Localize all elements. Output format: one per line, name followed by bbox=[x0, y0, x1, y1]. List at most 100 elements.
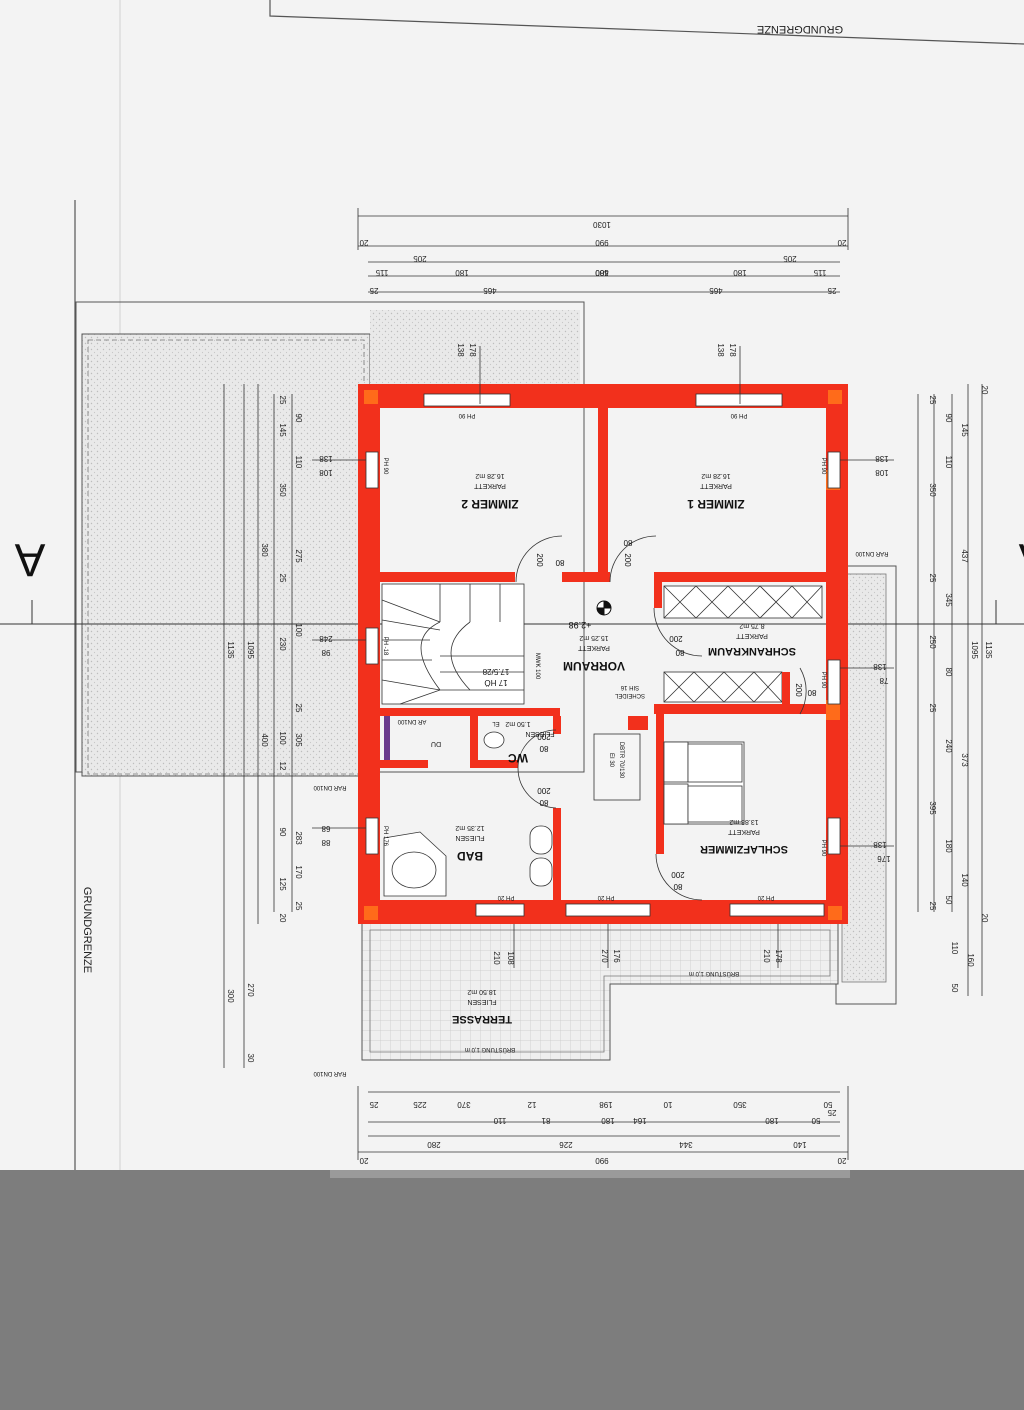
dim-right-small-3: 78 bbox=[879, 676, 888, 685]
dim-left-small-2: 248 bbox=[319, 634, 333, 643]
room-area-terrasse: 18.50 m2 bbox=[467, 988, 496, 995]
door-label-schrank-80: 80 bbox=[675, 648, 684, 657]
ph90-label-left: PH 90 bbox=[382, 458, 388, 475]
dim-top-r1-6: 115 bbox=[813, 268, 826, 277]
dim-bottom-total: 990 bbox=[595, 1156, 609, 1165]
plan-sheet: GRUNDGRENZE GRUNDGRENZE A bbox=[0, 0, 1024, 1170]
mwk-label: MWK 100 bbox=[534, 653, 540, 680]
door-label-z2-80: 80 bbox=[555, 558, 564, 567]
door-label-schlaf1-80: 80 bbox=[807, 688, 816, 697]
dim-right-chain-10: 80 bbox=[944, 668, 953, 677]
dim-bottom-terr-1: 108 bbox=[506, 951, 515, 965]
brustung-label-right: BRÜSTUNG 1,0 m bbox=[689, 970, 739, 977]
level-marker bbox=[596, 600, 612, 616]
dim-bottom-r2-9: 50 bbox=[811, 1116, 820, 1125]
dim-bottom-r2-1: 110 bbox=[493, 1116, 506, 1125]
dim-right-small-4: 138 bbox=[873, 840, 887, 849]
dim-left-chain-2: 145 bbox=[278, 423, 287, 437]
dim-left-small-1: 108 bbox=[319, 468, 333, 477]
door-label-bad-200: 200 bbox=[537, 786, 551, 795]
dim-left-chain-13: 283 bbox=[294, 831, 303, 845]
dim-right-chain-13: 373 bbox=[960, 753, 969, 767]
room-name-wc: WC bbox=[508, 751, 528, 765]
dim-bottom-r2-2: 81 bbox=[541, 1116, 550, 1125]
dim-bottom-terr-4: 210 bbox=[762, 949, 771, 963]
dim-right-chain-16: 140 bbox=[960, 873, 969, 887]
brustung-label-terrace: BRÜSTUNG 1,0 m bbox=[465, 1046, 515, 1053]
dim-left-chain-7: 100 bbox=[294, 623, 303, 637]
ar-dn100-label: AR DN100 bbox=[397, 718, 426, 724]
room-name-vorraum: VORRAUM bbox=[563, 659, 625, 673]
dim-left-chain-3: 110 bbox=[294, 456, 303, 469]
right-balcony bbox=[835, 565, 897, 1005]
dim-top-w1-right: 178 bbox=[728, 343, 737, 357]
ph90-label-right: PH 90 bbox=[820, 458, 826, 475]
dim-bottom-r2-3: 226 bbox=[559, 1140, 573, 1149]
dim-left-terr-270: 270 bbox=[246, 983, 255, 997]
rar-dn100-label-left: RAR DN100 bbox=[313, 784, 347, 790]
dim-left-small-5: 88 bbox=[321, 838, 330, 847]
door-label-schlaf1-200: 200 bbox=[794, 683, 803, 697]
interior-walls bbox=[380, 408, 826, 900]
dim-left-380: 380 bbox=[260, 543, 269, 557]
dim-bottom-terr-3: 176 bbox=[612, 949, 621, 963]
room-area-schrankraum: 8.75 m2 bbox=[739, 622, 764, 629]
door-label-schrank-200: 200 bbox=[669, 634, 683, 643]
ph90-label-schlaf: PH 90 bbox=[820, 840, 826, 857]
room-area-zimmer1: 16.28 m2 bbox=[701, 472, 730, 479]
dim-top-inner: 990 bbox=[595, 238, 609, 247]
dim-bottom-terr-5: 178 bbox=[774, 949, 783, 963]
dim-left-chain-12: 12 bbox=[278, 762, 287, 771]
boundary-label-top: GRUNDGRENZE bbox=[757, 23, 843, 35]
dim-top-r2-3: 465 bbox=[709, 286, 723, 295]
room-name-zimmer2: ZIMMER 2 bbox=[461, 497, 519, 511]
dim-top-r2-1: 465 bbox=[483, 286, 497, 295]
section-marker-right: A bbox=[1018, 534, 1024, 586]
dim-top-r1-4: 205 bbox=[783, 254, 797, 263]
room-floor-terrasse: FLIESEN bbox=[467, 998, 496, 1005]
dim-left-total: 1135 bbox=[226, 641, 235, 659]
dim-bottom-terr-2: 270 bbox=[600, 949, 609, 963]
dim-top-r1-1: 180 bbox=[455, 268, 469, 277]
room-name-terrasse: TERRASSE bbox=[452, 1013, 512, 1025]
room-area-vorraum: 15.25 m2 bbox=[579, 634, 608, 641]
door-label-z1-200: 200 bbox=[623, 553, 632, 567]
dim-top-r2-4: 25 bbox=[827, 286, 836, 295]
dim-left-chain-1: 90 bbox=[294, 414, 303, 423]
room-name-zimmer1: ZIMMER 1 bbox=[687, 497, 745, 511]
section-marker-left: A bbox=[14, 534, 45, 586]
dim-top-r1-3: 400 bbox=[595, 268, 609, 277]
scan-background bbox=[0, 1170, 1024, 1410]
du-label: DU bbox=[431, 740, 441, 747]
dim-left-chain-5: 275 bbox=[294, 549, 303, 563]
el-label: EL bbox=[492, 720, 500, 726]
room-area-bad: 12.35 m2 bbox=[455, 824, 484, 831]
dim-bottom-r1-1: 225 bbox=[413, 1100, 427, 1109]
stairs-ratio-label: 17.5/28 bbox=[482, 667, 509, 676]
ph176-label: PH 176 bbox=[382, 826, 388, 847]
dim-bottom-r1-0: 25 bbox=[369, 1100, 378, 1109]
dim-left-chain-11: 305 bbox=[294, 733, 303, 747]
dim-bottom-20-left: 20 bbox=[359, 1156, 368, 1165]
dim-top-r2-2: 580 bbox=[595, 268, 609, 277]
dim-left-chain-9: 25 bbox=[294, 704, 303, 713]
room-area-zimmer2: 16.28 m2 bbox=[475, 472, 504, 479]
dim-right-chain-15: 180 bbox=[944, 839, 953, 853]
dim-left-chain-17: 25 bbox=[294, 902, 303, 911]
dim-right-chain-3: 145 bbox=[960, 423, 969, 437]
dim-bottom-r1-8: 25 bbox=[827, 1108, 836, 1117]
room-floor-vorraum: PARKETT bbox=[577, 644, 609, 651]
floor-plan-drawing: GRUNDGRENZE GRUNDGRENZE A bbox=[0, 0, 1024, 1170]
dim-left-chain-0: 25 bbox=[278, 396, 287, 405]
dim-right-small-0: 138 bbox=[875, 454, 889, 463]
door-swings bbox=[515, 535, 807, 901]
ph20-label-schlaf: PH 20 bbox=[757, 894, 774, 900]
stairs-label: 17 HÖ bbox=[484, 678, 507, 687]
dim-right-small-2: 138 bbox=[873, 662, 887, 671]
dim-top-r2-0: 25 bbox=[369, 286, 378, 295]
dim-left-chain-4: 350 bbox=[278, 483, 287, 497]
dim-right-chain-20: 110 bbox=[950, 942, 959, 955]
bath-fixtures bbox=[383, 716, 641, 897]
dim-left-small-3: 98 bbox=[321, 648, 330, 657]
dim-bottom-r2-6: 344 bbox=[679, 1140, 693, 1149]
